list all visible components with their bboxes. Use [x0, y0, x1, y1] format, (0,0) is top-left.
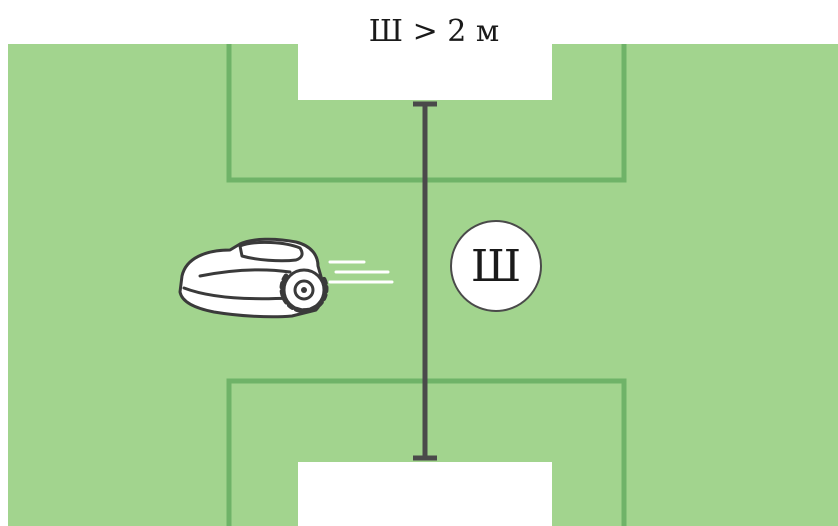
width-symbol-badge: Ш — [450, 220, 542, 312]
width-requirement-caption: Ш > 2 м — [368, 14, 500, 49]
obstacle-bottom — [298, 462, 552, 526]
width-dimension-line — [413, 101, 437, 461]
robotic-mower-icon — [178, 237, 329, 319]
motion-lines-icon — [328, 260, 394, 284]
obstacle-top — [298, 44, 552, 100]
